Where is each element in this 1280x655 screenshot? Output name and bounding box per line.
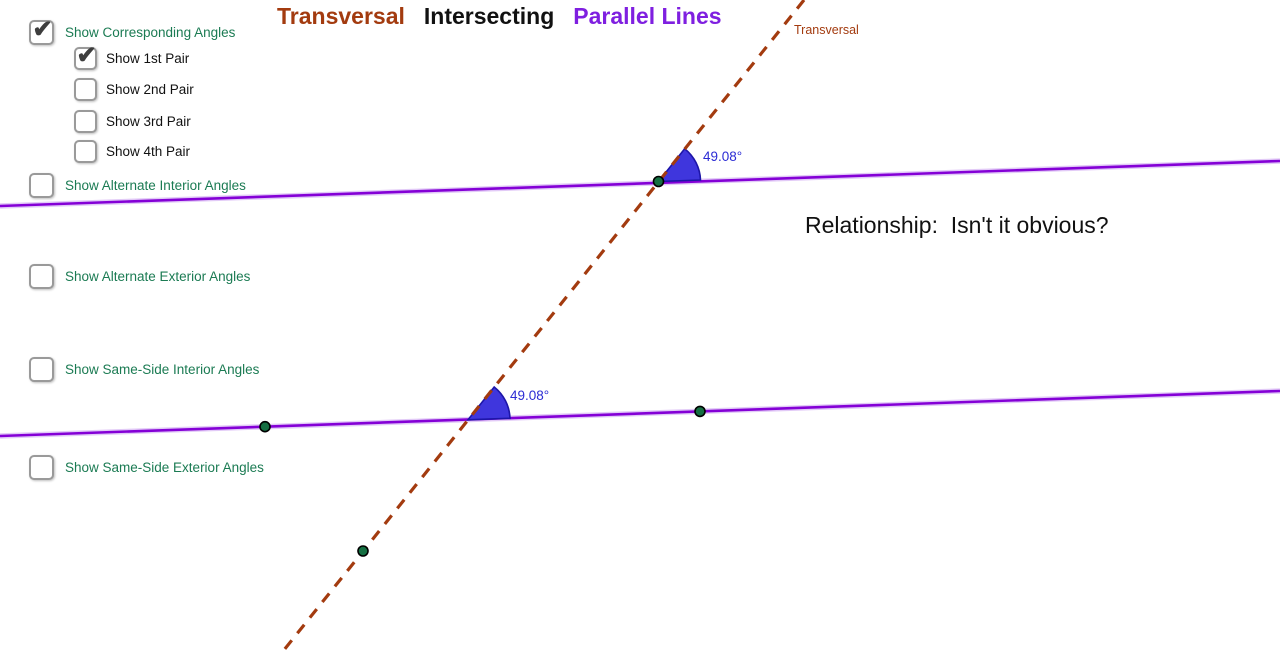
lower-angle-sector bbox=[466, 385, 511, 421]
transversal-line[interactable] bbox=[278, 0, 806, 655]
checkbox-row-1st-pair: ✔ Show 1st Pair bbox=[74, 41, 190, 70]
checkbox-show-alternate-interior-angles[interactable] bbox=[29, 173, 54, 198]
checkbox-label: Show Same-Side Exterior Angles bbox=[65, 460, 264, 475]
page-title: Transversal Intersecting Parallel Lines bbox=[277, 3, 722, 30]
checkbox-show-same-side-exterior-angles[interactable] bbox=[29, 455, 54, 480]
checkbox-row-corresponding-angles: ✔ Show Corresponding Angles bbox=[29, 15, 236, 45]
check-icon: ✔ bbox=[76, 41, 97, 69]
title-word-transversal: Transversal bbox=[277, 3, 405, 29]
upper-angle-sector bbox=[656, 147, 702, 183]
checkbox-show-corresponding-angles[interactable]: ✔ bbox=[29, 15, 54, 45]
point-lower-line-left[interactable] bbox=[259, 420, 271, 433]
checkbox-show-2nd-pair[interactable] bbox=[74, 78, 97, 101]
checkbox-row-same-side-exterior: Show Same-Side Exterior Angles bbox=[29, 455, 264, 480]
lower-parallel-line[interactable] bbox=[0, 389, 1280, 438]
title-word-intersecting: Intersecting bbox=[423, 3, 555, 29]
checkbox-label: Show 2nd Pair bbox=[106, 82, 194, 97]
checkbox-label: Show 3rd Pair bbox=[106, 114, 191, 129]
checkbox-row-same-side-interior: Show Same-Side Interior Angles bbox=[29, 357, 259, 382]
point-on-transversal[interactable] bbox=[357, 545, 369, 557]
checkbox-label: Show Alternate Exterior Angles bbox=[65, 269, 251, 284]
checkbox-show-alternate-exterior-angles[interactable] bbox=[29, 264, 54, 289]
checkbox-row-3rd-pair: Show 3rd Pair bbox=[74, 110, 191, 133]
checkbox-row-4th-pair: Show 4th Pair bbox=[74, 140, 190, 163]
checkbox-label: Show Same-Side Interior Angles bbox=[65, 362, 260, 377]
checkbox-label: Show Corresponding Angles bbox=[65, 25, 236, 40]
title-word-parallel-lines: Parallel Lines bbox=[573, 3, 722, 29]
check-icon: ✔ bbox=[32, 15, 53, 43]
upper-angle-value-label: 49.08° bbox=[703, 149, 743, 164]
checkbox-label: Show 1st Pair bbox=[106, 51, 190, 66]
transversal-line-label: Transversal bbox=[794, 23, 859, 37]
checkbox-show-same-side-interior-angles[interactable] bbox=[29, 357, 54, 382]
point-upper-intersection[interactable] bbox=[652, 175, 665, 188]
checkbox-row-2nd-pair: Show 2nd Pair bbox=[74, 78, 194, 101]
checkbox-show-4th-pair[interactable] bbox=[74, 140, 97, 163]
checkbox-row-alternate-exterior: Show Alternate Exterior Angles bbox=[29, 264, 250, 289]
checkbox-label: Show Alternate Interior Angles bbox=[65, 178, 246, 193]
lower-angle-value-label: 49.08° bbox=[510, 388, 550, 403]
upper-parallel-line[interactable] bbox=[0, 159, 1280, 208]
point-lower-line-right[interactable] bbox=[694, 405, 706, 418]
checkbox-row-alternate-interior: Show Alternate Interior Angles bbox=[29, 173, 246, 198]
checkbox-label: Show 4th Pair bbox=[106, 144, 191, 159]
checkbox-show-3rd-pair[interactable] bbox=[74, 110, 97, 133]
checkbox-show-1st-pair[interactable]: ✔ bbox=[74, 41, 97, 70]
relationship-text: Relationship: Isn't it obvious? bbox=[805, 212, 1109, 238]
